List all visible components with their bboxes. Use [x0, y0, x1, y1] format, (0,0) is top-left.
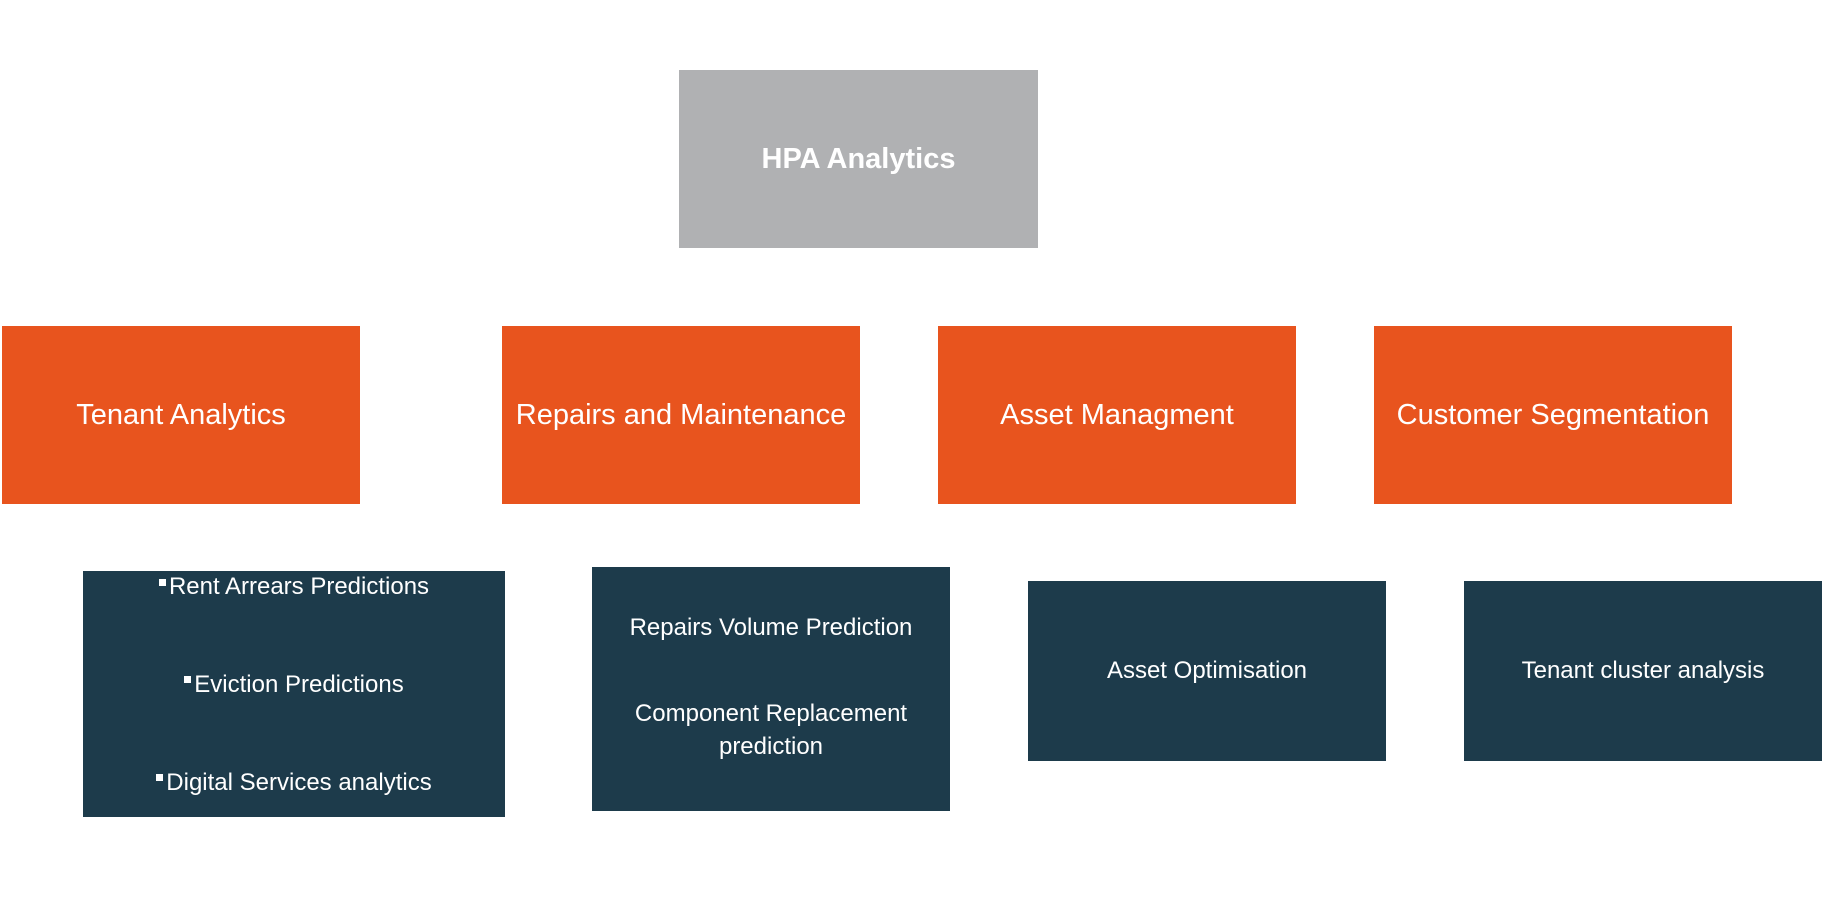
detail-node-asset-managment: Asset Optimisation	[1028, 581, 1386, 761]
detail-item-label: Rent Arrears Predictions	[168, 573, 430, 600]
detail-item-label: Tenant cluster analysis	[1521, 656, 1765, 684]
detail-list-item: Digital Services analytics	[156, 767, 432, 799]
detail-node-customer-segmentation: Tenant cluster analysis	[1464, 581, 1822, 761]
bullet-square-icon	[184, 676, 192, 684]
category-node-customer-segmentation: Customer Segmentation	[1374, 326, 1732, 504]
category-node-repairs-and-maintenance: Repairs and Maintenance	[502, 326, 860, 504]
category-node-label: Repairs and Maintenance	[515, 398, 847, 431]
category-node-asset-managment: Asset Managment	[938, 326, 1296, 504]
bullet-square-icon	[156, 774, 164, 782]
category-node-label: Asset Managment	[1000, 398, 1234, 431]
category-node-label: Tenant Analytics	[76, 398, 286, 431]
detail-node-repairs-and-maintenance: Repairs Volume Prediction Component Repl…	[592, 567, 950, 811]
detail-item-label: Component Replacement prediction	[634, 700, 908, 760]
detail-item-label: Repairs Volume Prediction	[629, 614, 913, 641]
detail-list-item: Eviction Predictions	[184, 669, 404, 701]
category-node-label: Customer Segmentation	[1396, 398, 1710, 431]
detail-item-label: Digital Services analytics	[166, 768, 432, 796]
detail-node-tenant-analytics: Rent Arrears Predictions Eviction Predic…	[83, 571, 505, 817]
category-node-tenant-analytics: Tenant Analytics	[2, 326, 360, 504]
detail-item-label: Eviction Predictions	[194, 670, 404, 698]
detail-list-item: Rent Arrears Predictions	[158, 571, 430, 603]
root-node-label: HPA Analytics	[761, 142, 956, 175]
detail-item-label: Asset Optimisation	[1106, 656, 1308, 684]
bullet-square-icon	[158, 578, 166, 586]
root-node-hpa-analytics: HPA Analytics	[679, 70, 1038, 248]
